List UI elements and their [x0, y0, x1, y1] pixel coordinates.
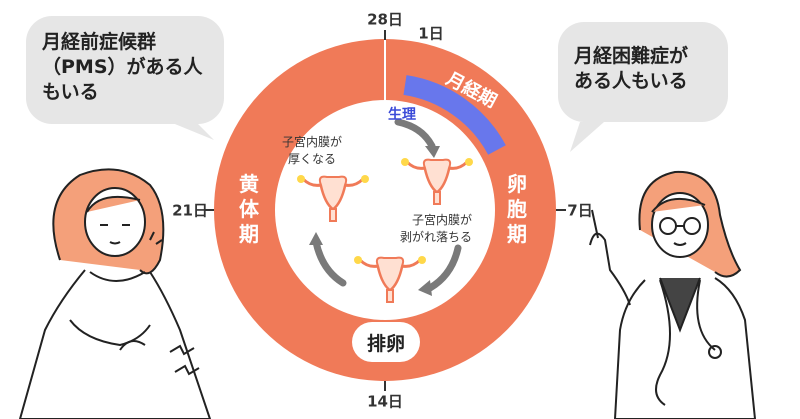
cycle-arrow-left	[312, 238, 347, 287]
day-label-7: 7日	[567, 201, 593, 220]
uterus-icon	[401, 158, 473, 205]
ovulation-badge: 排卵	[352, 322, 420, 362]
day-label-28: 28日	[367, 10, 403, 29]
day-label-21: 21日	[172, 201, 208, 220]
left-bubble-tail	[170, 122, 214, 140]
pms-speech-bubble: 月経前症候群 （PMS）がある人 もいる	[26, 16, 224, 124]
period-label: 生理	[388, 107, 416, 123]
follicular-phase-label: 卵 胞 期	[507, 172, 527, 246]
cycle-arrow-right	[426, 244, 462, 292]
arrowhead-top	[425, 146, 440, 158]
thickening-caption: 子宮内膜が 厚くなる	[282, 135, 343, 166]
cycle-arrow-icon	[312, 118, 462, 292]
day-ticks	[204, 30, 566, 391]
day-label-1: 1日	[418, 24, 444, 43]
dysmenorrhea-speech-bubble: 月経困難症が ある人もいる	[558, 22, 728, 122]
day-label-14: 14日	[367, 392, 403, 411]
menstrual-phase-band	[403, 75, 506, 155]
shedding-caption: 子宮内膜が 剥がれ落ちる	[400, 213, 473, 244]
cycle-arrowheads	[309, 146, 440, 296]
uterus-icon	[297, 175, 369, 222]
doctor-illustration	[589, 170, 757, 419]
right-bubble-tail	[570, 122, 604, 152]
arrowhead-right	[418, 280, 432, 296]
luteal-phase-label: 黄 体 期	[239, 172, 259, 246]
woman-in-pain-illustration	[18, 168, 212, 419]
cycle-inner-disc	[275, 100, 495, 320]
arrowhead-left	[309, 232, 323, 245]
cycle-arrow-top	[394, 118, 436, 150]
uterus-icon	[354, 256, 426, 303]
